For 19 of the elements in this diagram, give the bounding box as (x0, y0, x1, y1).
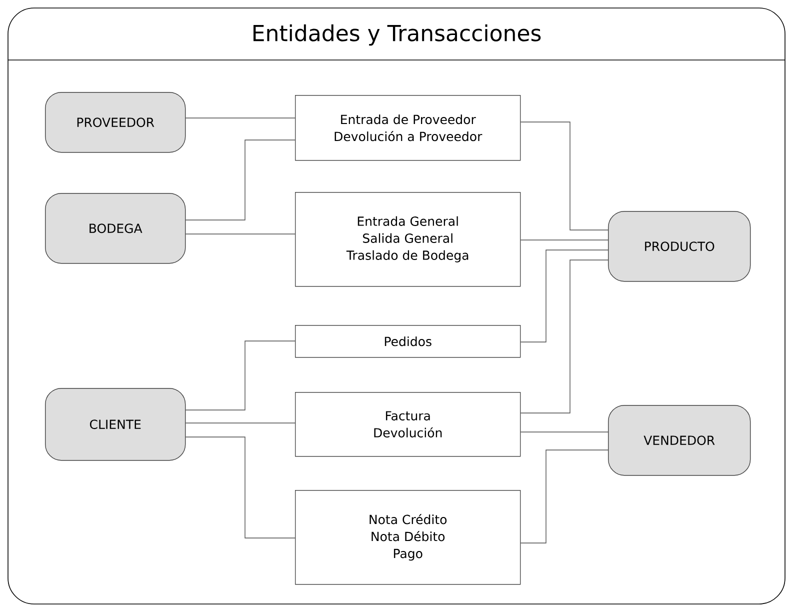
entity-box: PRODUCTO (608, 211, 751, 282)
transaction-box: Pedidos (295, 324, 521, 358)
transaction-box: Entrada de Proveedor Devolución a Proveedor (295, 95, 521, 161)
connector-line (185, 140, 296, 220)
transaction-box: Entrada General Salida General Traslado de Bodega (295, 192, 521, 287)
connector-line (185, 436, 296, 538)
entity-box: CLIENTE (45, 388, 186, 461)
connector-line (520, 450, 608, 544)
connector-line (185, 340, 296, 410)
title: Entidades y Transacciones (254, 24, 541, 46)
entity-box: PROVEEDOR (45, 92, 186, 153)
transaction-box: Nota Crédito Nota Débito Pago (295, 490, 521, 585)
connector-line (520, 260, 608, 414)
entity-box: VENDEDOR (608, 404, 751, 476)
connector-line (185, 422, 296, 424)
transaction-box: Factura Devolución (295, 392, 521, 457)
connector-line (520, 250, 608, 342)
connector-line (520, 122, 608, 230)
entity-box: BODEGA (45, 193, 186, 264)
